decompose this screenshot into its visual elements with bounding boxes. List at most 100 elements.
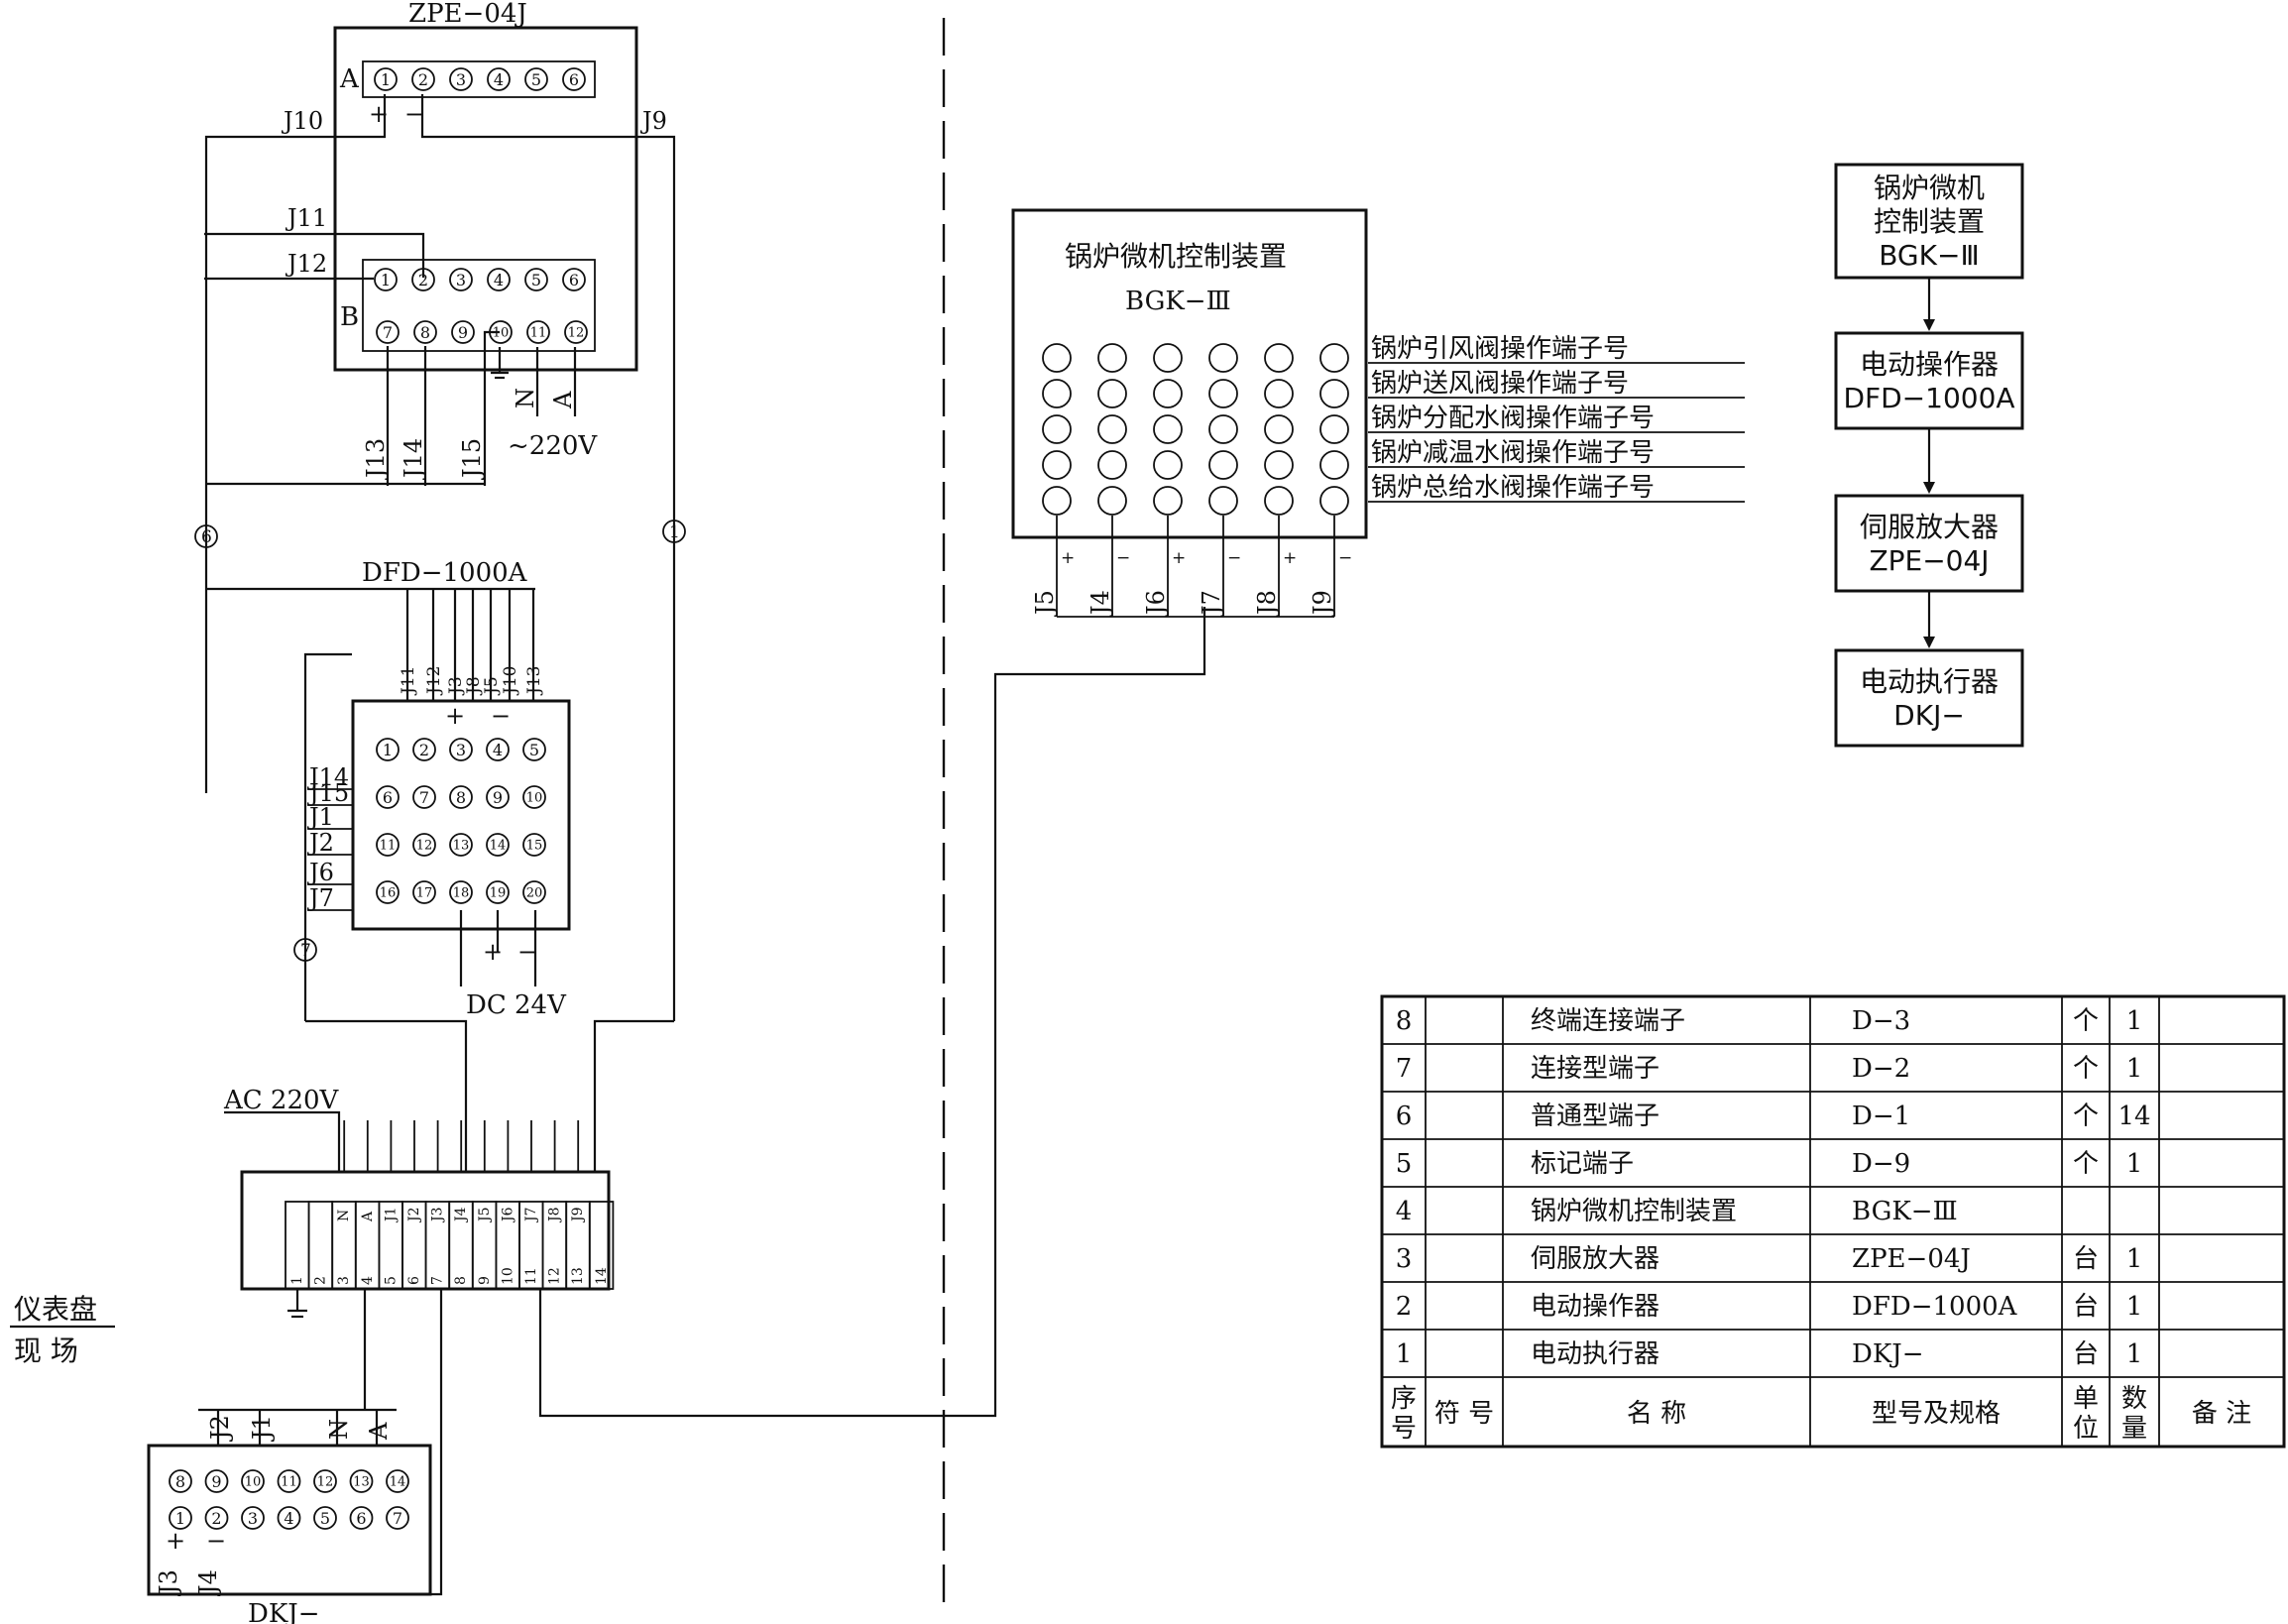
actuator-terminal-11-circle — [277, 1469, 301, 1493]
operator-terminal-10: 10 — [522, 785, 546, 809]
operator-terminal-16-circle — [376, 880, 400, 904]
actuator-terminal-7-circle — [386, 1506, 409, 1530]
actuator-terminal-11: 11 — [277, 1469, 301, 1493]
servo-b-terminal-2-number: 2 — [418, 271, 428, 290]
servo-b-terminal-11-circle — [526, 320, 550, 344]
operator-terminal-2-number: 2 — [419, 741, 429, 759]
servo-b-terminal-12-number: 12 — [568, 326, 585, 341]
zone-field-label: 现 场 — [14, 1334, 78, 1367]
flow-box-1-line-2: 控制装置 — [1874, 205, 1985, 238]
operator-terminal-8: 8 — [449, 785, 473, 809]
servo-b-terminal-11-number: 11 — [530, 326, 547, 341]
strip-cell-2 — [307, 1201, 334, 1290]
flow-box-4-line-2: DKJ− — [1893, 699, 1965, 732]
operator-terminal-18-circle — [449, 880, 473, 904]
operator-terminal-14-number: 14 — [490, 839, 507, 854]
flow-box-1-line-1: 锅炉微机 — [1874, 172, 1985, 204]
actuator-terminal-4-circle — [277, 1506, 301, 1530]
servo-minus-sign: − — [404, 100, 424, 128]
parts-row-model: D−3 — [1852, 1006, 1910, 1036]
servo-wire-j15-label: J15 — [458, 438, 486, 481]
parts-row-no: 5 — [1396, 1149, 1413, 1179]
operator-terminal-2-circle — [412, 738, 436, 761]
operator-terminal-6-number: 6 — [383, 788, 393, 807]
operator-terminal-15-circle — [522, 833, 546, 857]
servo-a-terminal-3-circle — [449, 67, 473, 91]
controller-terminal-r5-c3 — [1153, 486, 1183, 516]
servo-wire-j11-label: J11 — [285, 204, 327, 232]
controller-terminal-r3-c1 — [1042, 414, 1072, 444]
operator-terminal-1: 1 — [376, 738, 400, 761]
actuator-terminal-3: 3 — [241, 1506, 265, 1530]
actuator-terminal-9: 9 — [204, 1469, 229, 1493]
servo-a-terminal-4: 4 — [487, 67, 511, 91]
strip-cell-1 — [285, 1201, 310, 1290]
operator-terminal-8-circle — [449, 785, 473, 809]
strip-cell-number-6: 6 — [406, 1276, 422, 1285]
strip-top-label-a: A — [360, 1211, 376, 1222]
actuator-j4-label: J4 — [194, 1569, 222, 1597]
controller-terminal-r4-c1 — [1042, 450, 1072, 480]
operator-terminal-4-circle — [486, 738, 510, 761]
operator-terminal-3: 3 — [449, 738, 473, 761]
servo-b-terminal-6-number: 6 — [569, 271, 579, 290]
parts-row-model: DFD−1000A — [1852, 1292, 2018, 1322]
operator-terminal-14-circle — [486, 833, 510, 857]
operator-top-label-j3: J3 — [446, 676, 466, 696]
parts-header-no-char-1: 序 — [1391, 1384, 1417, 1414]
parts-row-unit: 个 — [2073, 1102, 2099, 1131]
actuator-terminal-1: 1 — [169, 1506, 192, 1530]
controller-terminal-r1-c1 — [1042, 343, 1072, 373]
controller-terminal-r4-c4 — [1208, 450, 1238, 480]
operator-minus: − — [491, 702, 511, 730]
parts-row-name: 标记端子 — [1531, 1149, 1634, 1179]
servo-a-terminal-1-number: 1 — [381, 70, 391, 89]
parts-row-qty: 1 — [2126, 1339, 2143, 1369]
operator-terminal-3-circle — [449, 738, 473, 761]
operator-terminal-4-number: 4 — [493, 741, 503, 759]
actuator-terminal-10: 10 — [241, 1469, 265, 1493]
operator-terminal-17-circle — [412, 880, 436, 904]
actuator-terminal-6: 6 — [349, 1506, 374, 1530]
servo-wire-j12-label: J12 — [285, 250, 327, 278]
controller-terminal-r5-c1 — [1042, 486, 1072, 516]
operator-top-label-j12: J12 — [424, 666, 444, 696]
operator-terminal-2: 2 — [412, 738, 436, 761]
operator-terminal-11-number: 11 — [380, 839, 397, 854]
strip-bus-left — [305, 1019, 468, 1172]
parts-row-model: D−9 — [1852, 1149, 1910, 1179]
controller-terminal-r5-c6 — [1319, 486, 1349, 516]
actuator-box — [147, 1444, 432, 1596]
strip-cell-number-7: 7 — [430, 1276, 446, 1285]
actuator-terminal-14-number: 14 — [390, 1475, 406, 1490]
controller-terminal-r1-c2 — [1097, 343, 1127, 373]
controller-terminal-r2-c1 — [1042, 379, 1072, 408]
servo-b-terminal-9: 9 — [451, 320, 475, 344]
parts-row-unit: 个 — [2073, 1006, 2099, 1036]
operator-terminal-15: 15 — [522, 833, 546, 857]
parts-row-name: 锅炉微机控制装置 — [1531, 1197, 1737, 1226]
operator-left-label-j15: J15 — [306, 779, 349, 807]
servo-a-terminal-5-circle — [524, 67, 548, 91]
servo-b-terminal-8-number: 8 — [420, 323, 430, 342]
controller-output-label-2: 锅炉送风阀操作端子号 — [1371, 369, 1629, 399]
operator-terminal-13-number: 13 — [453, 839, 470, 854]
operator-terminal-19-circle — [486, 880, 510, 904]
bundle-mark-left: 6 — [201, 527, 212, 547]
actuator-top-label-n: N — [325, 1419, 353, 1440]
parts-row-name: 终端连接端子 — [1531, 1006, 1685, 1036]
parts-row-name: 电动执行器 — [1531, 1339, 1659, 1369]
strip-top-label-j7: J7 — [523, 1207, 539, 1223]
actuator-terminal-4: 4 — [277, 1506, 301, 1530]
operator-plus: + — [445, 702, 465, 730]
operator-terminal-17: 17 — [412, 880, 436, 904]
actuator-terminal-8-circle — [169, 1469, 192, 1493]
controller-terminal-r1-c4 — [1208, 343, 1238, 373]
